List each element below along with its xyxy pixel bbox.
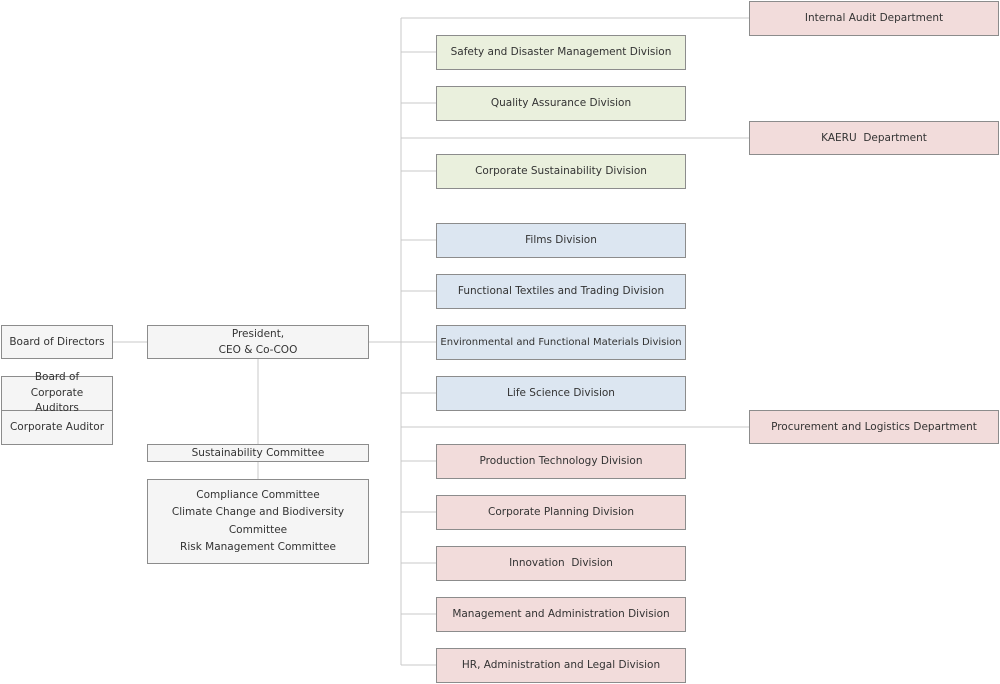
environmental-materials-division-box: Environmental and Functional Materials D… — [436, 325, 686, 360]
internal-audit-department-box: Internal Audit Department — [749, 1, 999, 36]
corporate-planning-division-box: Corporate Planning Division — [436, 495, 686, 530]
corporate-sustainability-division-box: Corporate Sustainability Division — [436, 154, 686, 189]
films-division-box: Films Division — [436, 223, 686, 258]
division-label: Corporate Sustainability Division — [475, 165, 647, 178]
management-administration-division-box: Management and Administration Division — [436, 597, 686, 632]
hr-legal-division-box: HR, Administration and Legal Division — [436, 648, 686, 683]
division-label: Management and Administration Division — [452, 608, 670, 621]
division-label: Functional Textiles and Trading Division — [457, 285, 665, 298]
division-label: Environmental and Functional Materials D… — [440, 336, 682, 348]
division-label: Films Division — [525, 234, 597, 247]
division-label: HR, Administration and Legal Division — [461, 659, 661, 672]
climate-change-committee-label: Climate Change and Biodiversity Committe… — [171, 506, 345, 536]
department-label: Procurement and Logistics Department — [771, 420, 977, 433]
sub-committees-box: Compliance Committee Climate Change and … — [147, 479, 369, 564]
procurement-logistics-department-box: Procurement and Logistics Department — [749, 410, 999, 444]
division-label: Production Technology Division — [479, 455, 643, 468]
president-box: President, CEO & Co-COO — [147, 325, 369, 359]
division-label: Life Science Division — [507, 387, 615, 400]
division-label: Quality Assurance Division — [490, 97, 632, 110]
president-role: CEO & Co-COO — [218, 344, 298, 356]
division-label: Safety and Disaster Management Division — [450, 46, 672, 59]
board-of-corporate-auditors-cell: Board of Corporate Auditors — [2, 371, 112, 414]
board-of-directors-box: Board of Directors — [1, 325, 113, 359]
functional-textiles-division-box: Functional Textiles and Trading Division — [436, 274, 686, 309]
compliance-committee-label: Compliance Committee — [196, 488, 320, 501]
production-technology-division-box: Production Technology Division — [436, 444, 686, 479]
risk-management-committee-label: Risk Management Committee — [180, 540, 336, 553]
division-label: Corporate Planning Division — [488, 506, 634, 519]
division-label: Innovation Division — [509, 557, 613, 570]
life-science-division-box: Life Science Division — [436, 376, 686, 411]
innovation-division-box: Innovation Division — [436, 546, 686, 581]
auditors-box: Board of Corporate Auditors Corporate Au… — [1, 371, 113, 445]
kaeru-department-box: KAERU Department — [749, 121, 999, 155]
sustainability-committee-label: Sustainability Committee — [191, 446, 325, 459]
quality-assurance-division-box: Quality Assurance Division — [436, 86, 686, 121]
safety-disaster-division-box: Safety and Disaster Management Division — [436, 35, 686, 70]
corporate-auditor-label: Corporate Auditor — [9, 420, 105, 433]
board-of-corporate-auditors-label: Board of Corporate Auditors — [30, 370, 84, 415]
department-label: Internal Audit Department — [804, 12, 944, 25]
president-title: President, — [231, 327, 285, 340]
department-label: KAERU Department — [821, 131, 927, 144]
sustainability-committee-box: Sustainability Committee — [147, 444, 369, 462]
corporate-auditor-cell: Corporate Auditor — [2, 411, 112, 444]
board-of-directors-label: Board of Directors — [9, 335, 105, 348]
